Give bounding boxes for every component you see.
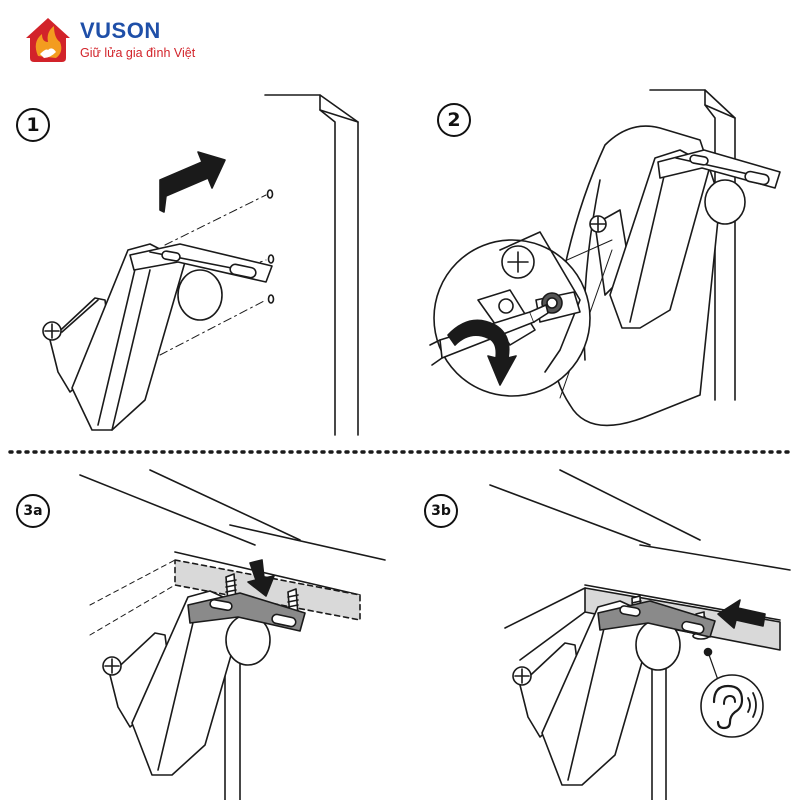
step-3a-diagram (79, 469, 386, 800)
down-arrow-icon (247, 559, 275, 597)
brand-tagline: Giữ lửa gia đình Việt (80, 46, 196, 60)
cabinet-panel-edge (264, 94, 359, 436)
brand-name: VUSON (80, 18, 161, 43)
step-3a-label: 3a (16, 494, 50, 528)
step-3b-diagram (489, 469, 791, 800)
brand-header: VUSON Giữ lửa gia đình Việt (18, 12, 248, 68)
ear-click-sound-icon (700, 674, 764, 738)
push-arrow-icon (159, 151, 226, 213)
step-1-label: 1 (16, 108, 50, 142)
drill-hole (267, 294, 275, 304)
cabinet-panel-face (319, 94, 336, 436)
hinge-mechanism (42, 243, 273, 431)
step-1-diagram (42, 94, 359, 436)
house-flame-logo-icon (26, 18, 70, 62)
rotate-arrow-icon (447, 319, 517, 386)
drill-hole (267, 254, 275, 264)
step-2-label: 2 (437, 103, 471, 137)
step-3b-label: 3b (424, 494, 458, 528)
step-2-diagram (429, 89, 781, 427)
left-arrow-icon (717, 599, 766, 629)
drill-hole (266, 189, 274, 199)
